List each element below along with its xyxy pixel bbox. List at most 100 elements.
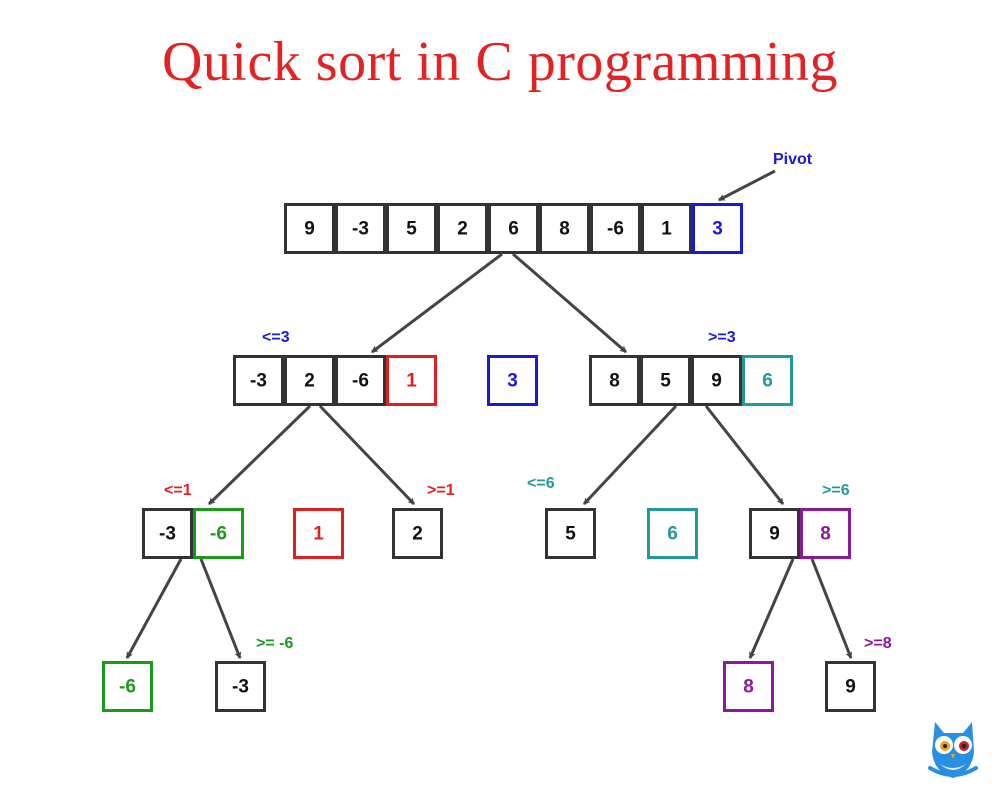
cell-box — [589, 355, 640, 406]
array-cell: 9 — [825, 661, 876, 712]
array-leaf1: -6 — [102, 661, 153, 712]
cell-value: 9 — [845, 677, 856, 698]
array-pivot2b: 6 — [647, 508, 698, 559]
cell-value: -6 — [607, 219, 624, 240]
cell-value: 9 — [304, 219, 315, 240]
cell-box — [335, 203, 386, 254]
array-cell: 2 — [437, 203, 488, 254]
tree-arrow — [207, 404, 312, 506]
cell-value: 1 — [661, 219, 672, 240]
array-cell: -6 — [590, 203, 641, 254]
array-cell: 9 — [691, 355, 742, 406]
cell-value: 8 — [743, 677, 754, 698]
partition-label: <=3 — [262, 329, 290, 346]
partition-label: >=8 — [864, 635, 892, 652]
tree-arrow — [748, 558, 795, 659]
cell-value: 8 — [820, 524, 831, 545]
array-left2b: 5 — [545, 508, 596, 559]
cell-value: 5 — [660, 371, 671, 392]
cell-box — [193, 508, 244, 559]
cell-box — [386, 355, 437, 406]
cell-value: 5 — [565, 524, 576, 545]
tree-arrow — [582, 404, 678, 506]
cell-value: 1 — [313, 524, 324, 545]
cell-value: 2 — [457, 219, 468, 240]
array-cell: -3 — [335, 203, 386, 254]
array-cell: -6 — [335, 355, 386, 406]
array-cell: 6 — [647, 508, 698, 559]
partition-label: <=1 — [164, 482, 192, 499]
cell-value: 3 — [507, 371, 518, 392]
array-leaf3: 8 — [723, 661, 774, 712]
tree-arrow — [199, 558, 242, 659]
cell-value: 2 — [412, 524, 423, 545]
cell-value: -6 — [352, 371, 369, 392]
cell-box — [539, 203, 590, 254]
cell-box — [590, 203, 641, 254]
cell-value: 6 — [667, 524, 678, 545]
array-cell: 5 — [545, 508, 596, 559]
cell-value: -3 — [250, 371, 267, 392]
array-left2: -3 -6 — [142, 508, 244, 559]
cell-box — [102, 661, 153, 712]
tree-arrow — [704, 405, 785, 505]
cell-value: 3 — [712, 219, 723, 240]
cell-box — [800, 508, 851, 559]
cell-box — [437, 203, 488, 254]
arrows-layer — [125, 169, 853, 659]
cell-value: 5 — [406, 219, 417, 240]
cell-value: 6 — [508, 219, 519, 240]
array-cell: 5 — [386, 203, 437, 254]
array-root: 9 -3 5 2 6 8 -6 1 3 — [284, 203, 743, 254]
partition-label: >= -6 — [256, 635, 293, 652]
array-leaf4: 9 — [825, 661, 876, 712]
array-cell: 9 — [749, 508, 800, 559]
partition-label: >=6 — [822, 482, 850, 499]
array-cell: 8 — [539, 203, 590, 254]
cell-box — [749, 508, 800, 559]
cell-box — [386, 203, 437, 254]
tree-arrow — [318, 404, 416, 506]
array-cell: -3 — [215, 661, 266, 712]
cell-box — [142, 508, 193, 559]
array-cell: 8 — [723, 661, 774, 712]
array-cell: 1 — [641, 203, 692, 254]
cell-box — [825, 661, 876, 712]
cell-value: -3 — [352, 219, 369, 240]
array-cell: 8 — [800, 508, 851, 559]
cell-box — [392, 508, 443, 559]
partition-label: <=6 — [527, 475, 555, 492]
cell-box — [487, 355, 538, 406]
array-cell: 1 — [386, 355, 437, 406]
cell-value: -6 — [119, 677, 136, 698]
array-cell: 6 — [488, 203, 539, 254]
cell-value: 8 — [559, 219, 570, 240]
cell-value: 9 — [711, 371, 722, 392]
array-cell: -6 — [102, 661, 153, 712]
partition-label: >=1 — [427, 482, 455, 499]
page-title: Quick sort in C programming — [161, 31, 839, 93]
cell-box — [233, 355, 284, 406]
array-cell: -3 — [142, 508, 193, 559]
array-cell: -3 — [233, 355, 284, 406]
cell-box — [284, 355, 335, 406]
cell-box — [640, 355, 691, 406]
cell-box — [641, 203, 692, 254]
cell-value: 6 — [762, 371, 773, 392]
cell-value: 9 — [769, 524, 780, 545]
array-leaf2: -3 — [215, 661, 266, 712]
pivot-label: Pivot — [773, 151, 813, 168]
cell-value: -6 — [210, 524, 227, 545]
cell-box — [742, 355, 793, 406]
tree-arrow — [371, 252, 503, 354]
array-cell: 1 — [293, 508, 344, 559]
cell-box — [293, 508, 344, 559]
array-cell: 3 — [692, 203, 743, 254]
array-cell: 8 — [589, 355, 640, 406]
tree-arrow — [718, 169, 776, 202]
